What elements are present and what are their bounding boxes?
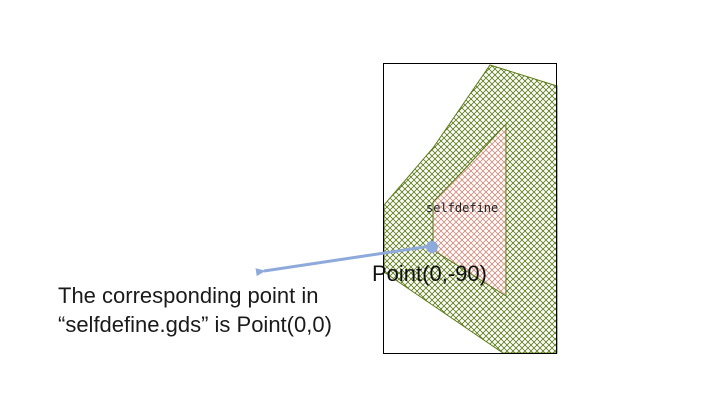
cell-frame: [383, 63, 557, 354]
annotation-line-2: “selfdefine.gds” is Point(0,0): [58, 312, 332, 337]
annotation-line-1: The corresponding point in: [58, 283, 319, 308]
annotation-text: The corresponding point in “selfdefine.g…: [58, 281, 332, 339]
pointer-arrow: [255, 244, 432, 277]
point-marker: [426, 241, 438, 253]
point-label: Point(0,-90): [372, 261, 487, 286]
cell-name-label: selfdefine: [426, 201, 498, 215]
inner-polygon-hatch: [432, 122, 507, 297]
